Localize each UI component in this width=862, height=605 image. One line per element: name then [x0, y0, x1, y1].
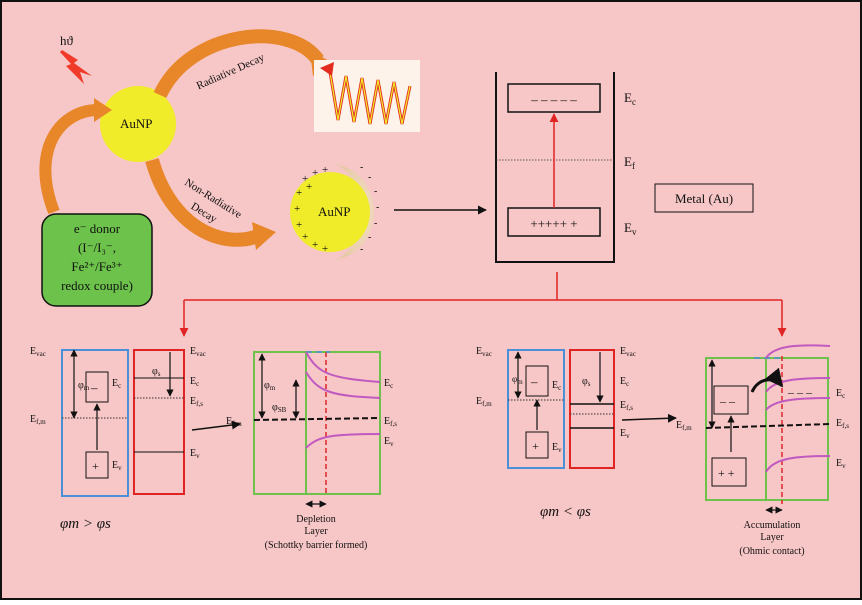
svg-text:+: +: [532, 439, 539, 453]
svg-text:+: +: [294, 203, 300, 215]
svg-text:Ev: Ev: [384, 436, 394, 448]
svg-text:– – –: – – –: [787, 385, 813, 399]
svg-text:-: -: [374, 186, 377, 197]
donor-line-3: Fe²⁺/Fe³⁺: [71, 259, 122, 274]
svg-text:Ec: Ec: [190, 376, 199, 388]
svg-text:φs: φs: [582, 376, 591, 388]
svg-text:+: +: [322, 243, 328, 255]
svg-text:Ev: Ev: [552, 442, 562, 454]
caption-right-3: (Ohmic contact): [739, 546, 804, 557]
energy-diagram-frame: [495, 72, 615, 263]
svg-text:-: -: [360, 244, 363, 255]
caption-left-3: (Schottky barrier formed): [265, 540, 368, 551]
electron-cloud: [330, 164, 374, 260]
svg-text:Ev: Ev: [620, 428, 630, 440]
donor-transfer-arrow: [39, 104, 99, 215]
conduction-electrons: – – – – –: [530, 92, 577, 107]
lightning-icon: [60, 50, 92, 84]
svg-text:-: -: [360, 162, 363, 173]
electron-donor-box: [41, 213, 153, 307]
svg-text:– –: – –: [719, 394, 736, 408]
emission-wave-highlight: [329, 71, 411, 125]
svg-text:φm: φm: [264, 380, 276, 392]
caption-right-1: Accumulation: [744, 520, 801, 531]
metal-label: Metal (Au): [675, 191, 733, 206]
ev-label: Ev: [624, 220, 637, 237]
condition-right: φm < φs: [540, 504, 591, 520]
svg-text:Ec: Ec: [112, 378, 121, 390]
svg-text:-: -: [376, 202, 379, 213]
caption-right-2: Layer: [760, 532, 784, 543]
svg-text:Ev: Ev: [836, 458, 846, 470]
svg-text:-: -: [374, 218, 377, 229]
svg-text:+: +: [92, 459, 99, 473]
donor-arrowhead: [94, 98, 112, 122]
svg-text:–: –: [530, 374, 538, 389]
svg-text:+: +: [296, 219, 302, 231]
svg-text:Ev: Ev: [112, 460, 122, 472]
svg-text:Ec: Ec: [384, 378, 393, 390]
svg-text:+: +: [302, 231, 308, 243]
light-label: hϑ: [60, 33, 74, 48]
metal-band-left: φm – + Ef,m Ec Ev Evac: [30, 346, 129, 497]
svg-text:+: +: [322, 164, 328, 176]
svg-text:+: +: [312, 167, 318, 179]
negative-charges: --- ----: [360, 162, 379, 255]
emission-arrowhead: [320, 62, 334, 76]
svg-text:+: +: [306, 181, 312, 193]
aunp-particle-charged: [290, 172, 370, 252]
svg-text:φs: φs: [152, 366, 161, 378]
contact-arrow-right: [621, 413, 677, 423]
aunp-label-charged: AuNP: [318, 204, 351, 219]
junction-left: φm φSB Ef,m Ec Ef,s Ev: [226, 351, 397, 508]
contact-arrow-left: [191, 420, 241, 431]
svg-text:+: +: [296, 187, 302, 199]
svg-text:φm: φm: [78, 380, 90, 392]
donor-line-4: redox couple): [61, 278, 133, 293]
ec-label: Ec: [624, 90, 636, 107]
conduction-band-box: [507, 83, 601, 113]
svg-text:Ec: Ec: [620, 376, 629, 388]
caption-left-2: Layer: [304, 526, 328, 537]
svg-text:-: -: [368, 172, 371, 183]
donor-line-2: (I⁻/I₃⁻,: [78, 240, 116, 255]
valence-holes: +++++ +: [530, 216, 577, 231]
junction-right: – – – – – + + Ef,m Ec Ef,s Ev: [676, 344, 849, 514]
ef-label: Ef: [624, 154, 635, 171]
caption-left-1: Depletion: [296, 514, 335, 525]
svg-text:-: -: [368, 232, 371, 243]
svg-text:Ec: Ec: [552, 380, 561, 392]
semiconductor-band-right: φs Evac Ec Ef,s Ev: [569, 346, 636, 469]
svg-text:Ec: Ec: [836, 388, 845, 400]
donor-line-1: e⁻ donor: [74, 221, 121, 236]
svg-text:+: +: [312, 239, 318, 251]
condition-left: φm > φs: [60, 516, 111, 532]
aunp-particle-top: [100, 86, 176, 162]
non-radiative-decay-arrow: [145, 158, 261, 247]
svg-text:–: –: [90, 380, 98, 395]
svg-text:+: +: [302, 173, 308, 185]
radiative-decay-arrow: [153, 29, 324, 99]
svg-text:+ +: + +: [718, 466, 735, 480]
non-radiative-arrowhead: [252, 222, 276, 250]
positive-charges: +++ ++ ++ +++: [294, 164, 328, 255]
metal-box: [654, 183, 754, 213]
aunp-label-top: AuNP: [120, 116, 153, 131]
svg-text:φm: φm: [512, 374, 523, 386]
svg-text:Ev: Ev: [190, 448, 200, 460]
